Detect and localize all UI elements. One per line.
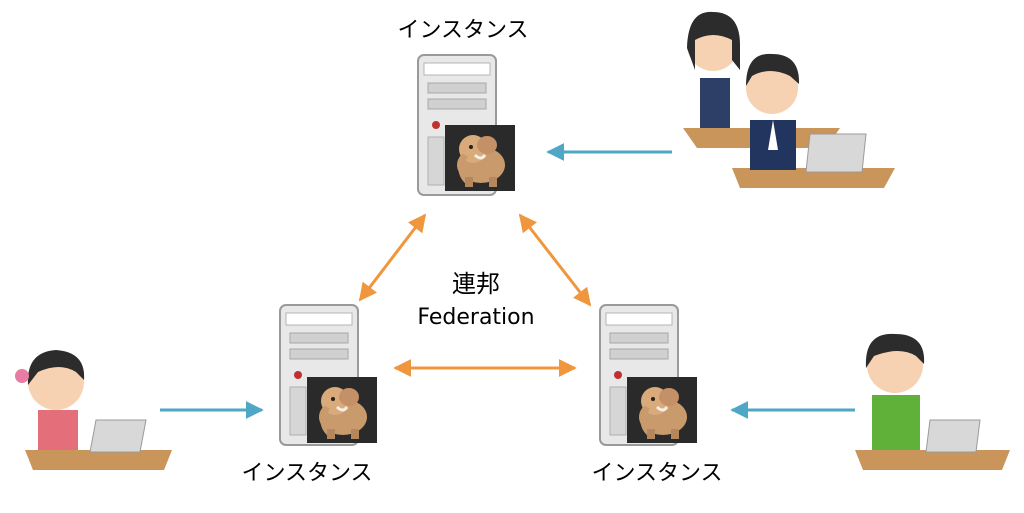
mammoth-mascot-icon bbox=[307, 377, 377, 443]
federation-subtitle: Federation bbox=[417, 305, 535, 330]
instance-label-right: インスタンス bbox=[591, 461, 723, 486]
instance-server-left bbox=[279, 304, 377, 446]
mammoth-mascot-icon bbox=[445, 125, 515, 191]
person-at-laptop-icon-boy bbox=[855, 333, 1010, 470]
federation-arrow-top-left bbox=[358, 213, 427, 302]
federation-title: 連邦 bbox=[452, 270, 500, 298]
federation-arrow-top-right bbox=[518, 213, 592, 307]
mammoth-mascot-icon bbox=[627, 377, 697, 443]
instance-server-top bbox=[417, 54, 515, 196]
instance-label-left: インスタンス bbox=[241, 461, 373, 486]
instance-label-top: インスタンス bbox=[397, 18, 529, 43]
person-at-laptop-icon-girl bbox=[15, 350, 172, 470]
office-workers-icon bbox=[683, 11, 895, 188]
instance-server-right bbox=[599, 304, 697, 446]
